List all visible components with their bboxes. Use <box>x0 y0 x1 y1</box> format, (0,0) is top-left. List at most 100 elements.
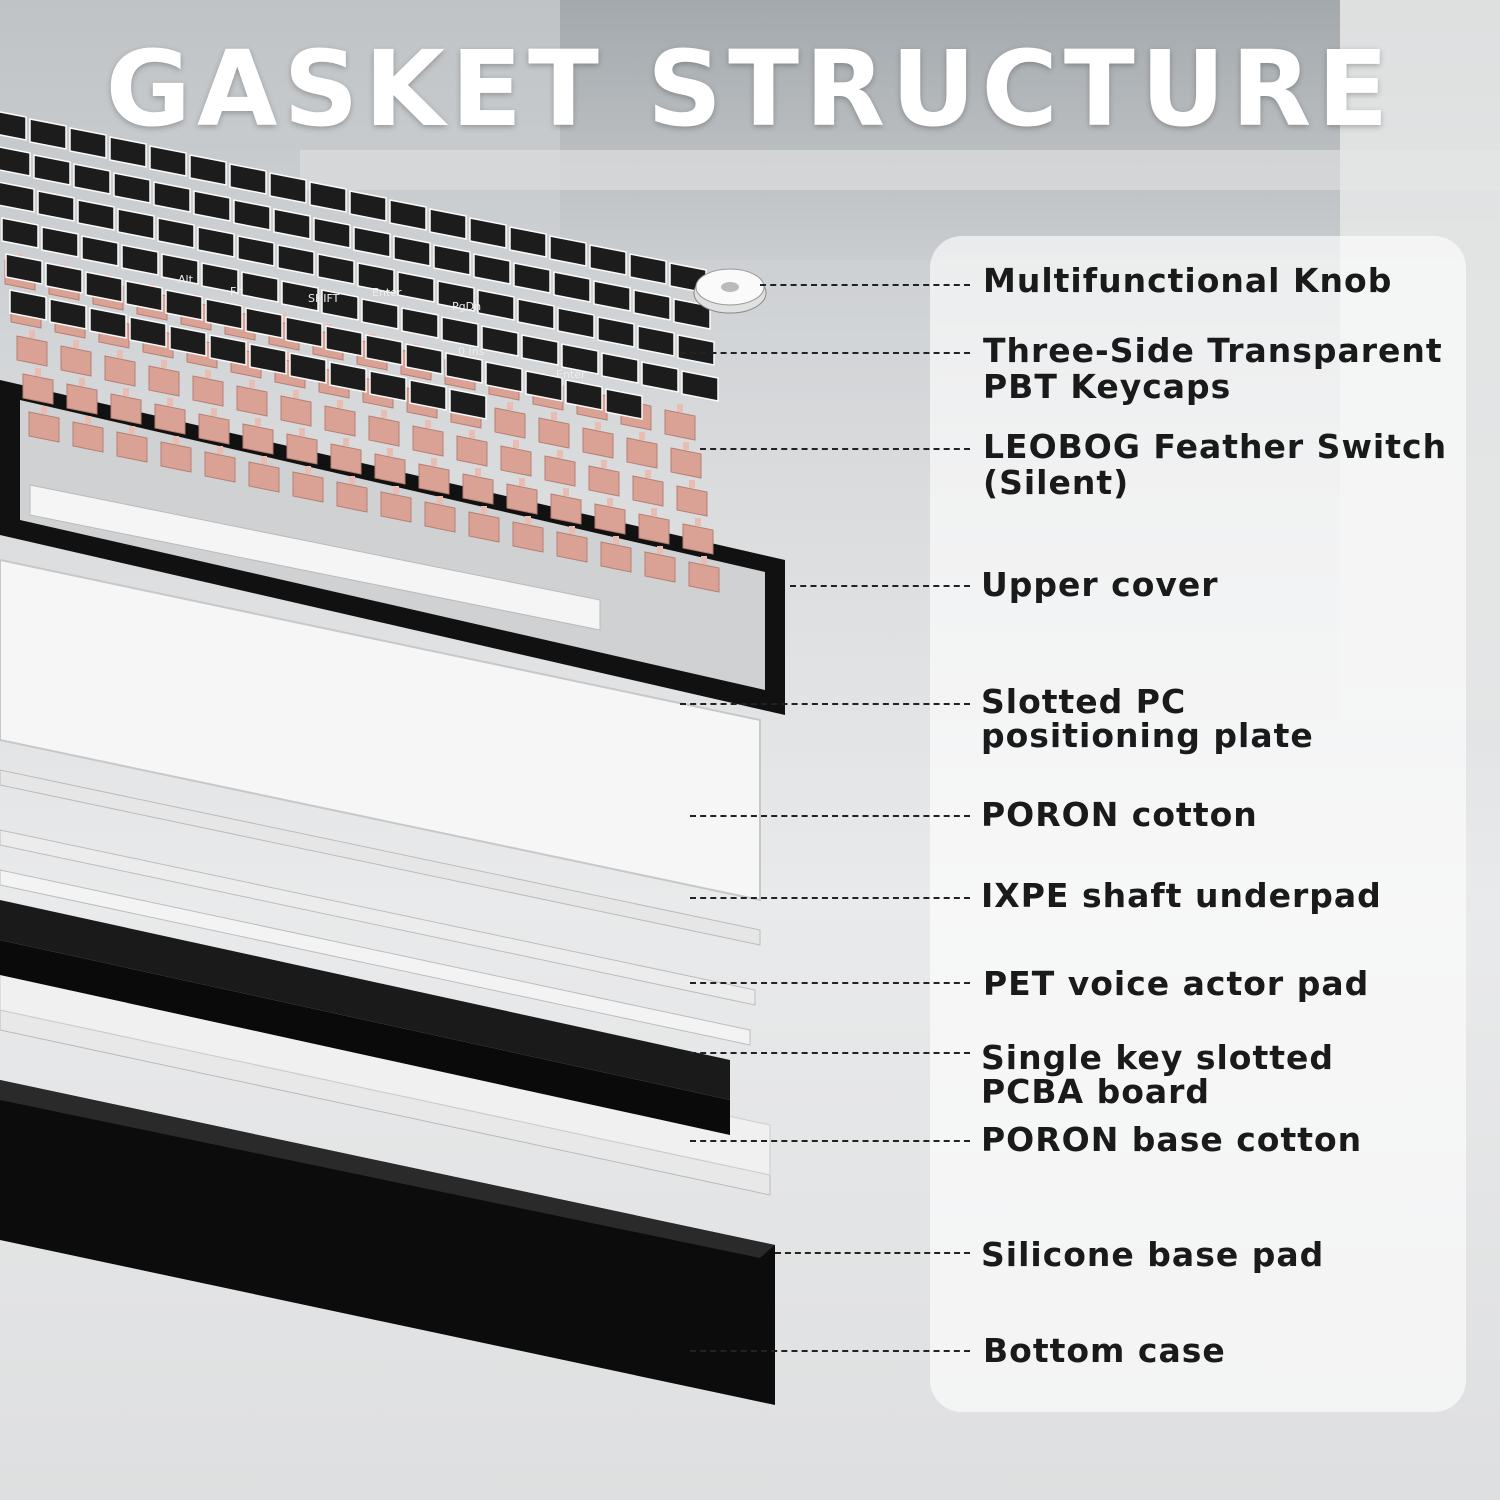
label-bottom: Bottom case <box>983 1331 1226 1370</box>
keycap <box>9 289 47 321</box>
label-poron-base: PORON base cotton <box>981 1120 1363 1159</box>
label-pcba-line1: Single key slotted <box>981 1038 1334 1077</box>
switch <box>72 416 104 453</box>
keycap <box>593 280 631 312</box>
label-ixpe: IXPE shaft underpad <box>981 876 1382 915</box>
switch <box>506 478 538 515</box>
keycap <box>153 181 191 213</box>
leader-pet <box>690 982 970 984</box>
keycap <box>349 190 387 222</box>
switch <box>66 378 98 415</box>
keycap <box>485 361 523 393</box>
keycap <box>73 163 111 195</box>
keycap <box>33 154 71 186</box>
keycap-legend: Fn <box>230 285 243 298</box>
keycap <box>273 208 311 240</box>
switch <box>204 446 236 483</box>
keycap <box>197 226 235 258</box>
switch <box>28 406 60 443</box>
keycap <box>109 136 147 168</box>
keycap <box>369 370 407 402</box>
keycap <box>561 343 599 375</box>
leader-switch <box>700 448 970 450</box>
keycap <box>353 226 391 258</box>
switch <box>248 456 280 493</box>
keycap <box>641 361 679 393</box>
keycap <box>441 316 479 348</box>
switch <box>192 370 224 407</box>
keycap <box>85 271 123 303</box>
keycap <box>37 190 75 222</box>
keycap <box>325 325 363 357</box>
keycap <box>317 253 355 285</box>
keycap <box>189 154 227 186</box>
label-knob: Multifunctional Knob <box>983 261 1393 300</box>
keycap-legend: 0 Ins <box>458 345 485 358</box>
keycap <box>77 199 115 231</box>
leader-pcba <box>690 1052 970 1054</box>
switch <box>512 516 544 553</box>
switch <box>104 350 136 387</box>
switch <box>556 526 588 563</box>
label-poron: PORON cotton <box>981 795 1258 834</box>
keycap <box>241 271 279 303</box>
switch <box>110 388 142 425</box>
keycap <box>289 352 327 384</box>
label-switch-line2: (Silent) <box>983 463 1130 502</box>
switch <box>688 556 720 593</box>
leader-bottom <box>690 1350 970 1352</box>
switch <box>330 438 362 475</box>
switch <box>494 402 526 439</box>
switch <box>456 430 488 467</box>
switch <box>644 546 676 583</box>
leader-poron-base <box>690 1140 970 1142</box>
keycap <box>45 262 83 294</box>
label-plate-line2: positioning plate <box>981 716 1314 755</box>
keycap <box>193 190 231 222</box>
switch <box>368 410 400 447</box>
switch <box>626 432 658 469</box>
keycap <box>601 352 639 384</box>
switch <box>292 466 324 503</box>
switch <box>418 458 450 495</box>
keycap <box>41 226 79 258</box>
label-keycaps-line2: PBT Keycaps <box>983 367 1232 406</box>
keycap <box>633 289 671 321</box>
keycap <box>309 181 347 213</box>
pcba-board-layer <box>0 900 730 1135</box>
leader-poron <box>690 815 970 817</box>
keycap <box>637 325 675 357</box>
keycap <box>205 298 243 330</box>
keycap <box>69 127 107 159</box>
keycap <box>397 271 435 303</box>
keycap <box>201 262 239 294</box>
keycap <box>117 208 155 240</box>
keycap <box>89 307 127 339</box>
keycap <box>285 316 323 348</box>
label-switch-line1: LEOBOG Feather Switch <box>983 427 1448 466</box>
label-pet: PET voice actor pad <box>983 964 1370 1003</box>
keycap <box>157 217 195 249</box>
keycap <box>113 172 151 204</box>
keycap <box>245 307 283 339</box>
switch <box>588 460 620 497</box>
leader-silicone <box>775 1252 970 1254</box>
switch <box>424 496 456 533</box>
keycap <box>589 244 627 276</box>
keycap <box>0 146 31 177</box>
switch <box>550 488 582 525</box>
keycap-legend: PgDn <box>452 300 481 313</box>
keycap <box>429 208 467 240</box>
switch <box>632 470 664 507</box>
keycap <box>409 379 447 411</box>
pet-pad-layer <box>0 869 751 1046</box>
switch <box>676 480 708 517</box>
switch <box>682 518 714 555</box>
keycap <box>169 325 207 357</box>
keycap <box>237 235 275 267</box>
keycap <box>1 217 39 249</box>
switch <box>198 408 230 445</box>
keycap <box>49 298 87 330</box>
